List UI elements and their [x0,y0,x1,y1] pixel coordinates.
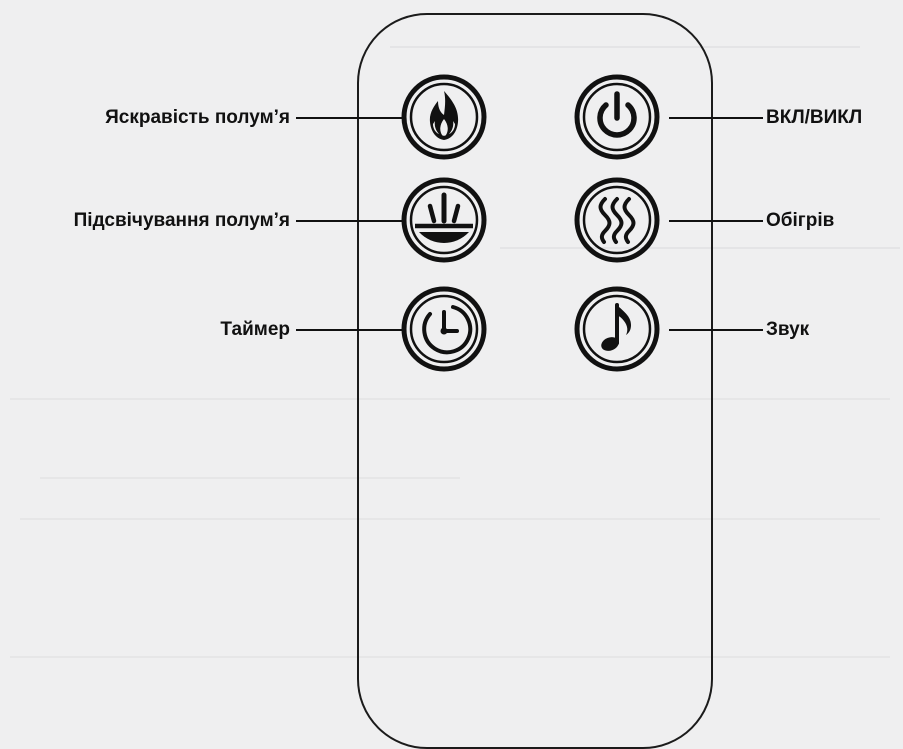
leader-line-heating [669,220,763,222]
bleed-through-line [500,247,900,249]
heating-button[interactable] [574,177,660,263]
leader-line-timer [296,329,402,331]
leader-line-flame-brightness [296,117,402,119]
label-flame-brightness: Яскравість полум’я [105,107,290,128]
flame-glow-icon [401,177,487,263]
music-note-icon [574,286,660,372]
label-flame-lighting: Підсвічування полум’я [73,210,290,231]
timer-button[interactable] [401,286,487,372]
clock-icon [401,286,487,372]
power-icon [574,74,660,160]
label-heating: Обігрів [766,210,835,231]
label-power: ВКЛ/ВИКЛ [766,107,863,128]
flame-lighting-button[interactable] [401,177,487,263]
heat-waves-icon [574,177,660,263]
flame-icon [401,74,487,160]
bleed-through-line [10,656,890,658]
bleed-through-line [390,46,860,48]
leader-line-power [669,117,763,119]
leader-line-flame-lighting [296,220,402,222]
flame-brightness-button[interactable] [401,74,487,160]
leader-line-sound [669,329,763,331]
bleed-through-line [10,398,890,400]
power-button[interactable] [574,74,660,160]
bleed-through-line [40,477,460,479]
label-sound: Звук [766,319,810,340]
label-timer: Таймер [220,319,290,340]
sound-button[interactable] [574,286,660,372]
bleed-through-line [20,518,880,520]
